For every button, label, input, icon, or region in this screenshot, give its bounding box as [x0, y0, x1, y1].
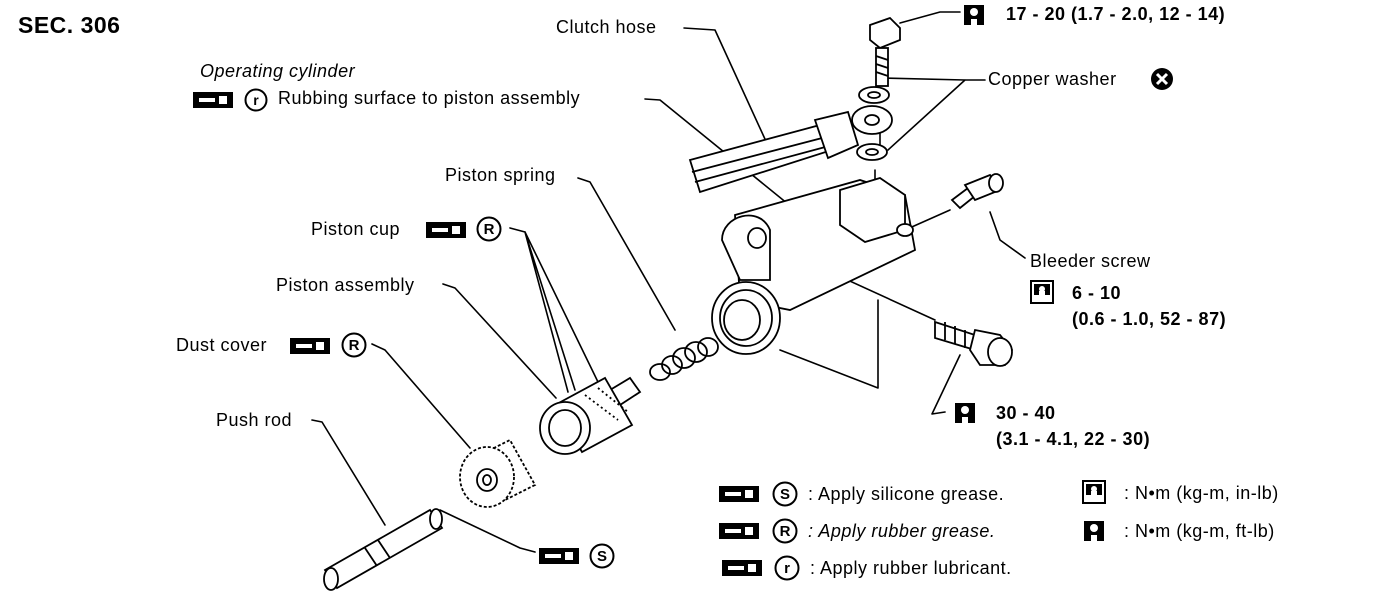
piston-cup-label: Piston cup [311, 219, 401, 239]
rubber-grease-symbol: R [772, 518, 798, 549]
operating-cylinder-part [711, 177, 917, 355]
mounting-bolt-part [934, 320, 1014, 367]
grease-gun-icon [719, 521, 759, 546]
svg-text:R: R [484, 221, 495, 238]
bleeder-screw-label: Bleeder screw [1030, 251, 1151, 271]
rubber-grease-symbol: R [341, 332, 367, 363]
svg-text:R: R [780, 523, 791, 540]
dust-cover-label: Dust cover [176, 335, 268, 355]
svg-text:r: r [784, 560, 790, 577]
push-rod-part [323, 508, 444, 591]
leader-dust-cover [371, 343, 471, 449]
svg-text:R: R [349, 337, 360, 354]
torque-wrench-icon [953, 401, 977, 430]
piston-spring-label: Piston spring [445, 165, 556, 185]
bleeder-torque-1: 6 - 10 [1072, 283, 1122, 303]
torque-wrench-small-icon [1082, 480, 1106, 509]
torque-wrench-icon [962, 3, 986, 32]
rubber-grease-symbol: R [476, 216, 502, 247]
svg-text:S: S [780, 486, 790, 503]
operating-cylinder-label: Operating cylinder [200, 61, 356, 81]
bolt-torque-1: 30 - 40 [996, 403, 1056, 423]
do-not-reuse-icon [1150, 67, 1174, 96]
banjo-bolt-part [869, 16, 901, 87]
dust-cover-part [459, 438, 537, 508]
piston-assembly-part [539, 376, 642, 455]
bleeder-screw-part [950, 173, 1004, 210]
grease-gun-icon [719, 484, 759, 509]
bleeder-torque-2: (0.6 - 1.0, 52 - 87) [1072, 309, 1227, 329]
bolt-torque-2: (3.1 - 4.1, 22 - 30) [996, 429, 1151, 449]
rubber-lubricant-symbol: r [774, 555, 800, 586]
leader-push-rod [311, 419, 386, 526]
push-rod-label: Push rod [216, 410, 293, 430]
grease-gun-icon [193, 90, 233, 115]
grease-gun-icon [426, 220, 466, 245]
legend-silicone: : Apply silicone grease. [808, 484, 1005, 504]
leader-torque-top [899, 11, 961, 24]
rubber-lubricant-symbol: r [244, 88, 268, 117]
section-number: SEC. 306 [18, 12, 121, 38]
leader-piston-spring [577, 177, 676, 331]
grease-gun-icon [722, 558, 762, 583]
svg-text:r: r [253, 92, 259, 108]
leader-clutch-hose [683, 27, 771, 151]
piston-spring-part [649, 337, 719, 381]
torque-wrench-small-icon [1030, 280, 1054, 309]
leader-piston-cup [509, 227, 599, 393]
legend-rubber-grease: : Apply rubber grease. [808, 521, 996, 541]
copper-washer-label: Copper washer [988, 69, 1117, 89]
leader-rubbing-surface [644, 98, 821, 231]
leader-bolt [931, 354, 961, 415]
svg-text:S: S [597, 548, 607, 565]
leader-piston-assembly [442, 283, 557, 399]
rubbing-surface-label: Rubbing surface to piston assembly [278, 88, 581, 108]
leader-copper-washer [882, 77, 986, 151]
clutch-hose-label: Clutch hose [556, 17, 657, 37]
grease-gun-icon [539, 546, 579, 571]
legend-nm-ftlb: : N•m (kg-m, ft-lb) [1124, 521, 1275, 541]
leader-push-rod-grease [439, 509, 536, 553]
torque-top-value: 17 - 20 (1.7 - 2.0, 12 - 14) [1006, 4, 1226, 24]
torque-wrench-icon [1082, 519, 1106, 548]
legend-rubber-lubricant: : Apply rubber lubricant. [810, 558, 1012, 578]
grease-gun-icon [290, 336, 330, 361]
silicone-grease-symbol: S [589, 543, 615, 574]
leader-bleeder [989, 211, 1026, 259]
legend-nm-inlb: : N•m (kg-m, in-lb) [1124, 483, 1279, 503]
piston-assembly-label: Piston assembly [276, 275, 415, 295]
clutch-hose-part [688, 105, 893, 194]
silicone-grease-symbol: S [772, 481, 798, 512]
